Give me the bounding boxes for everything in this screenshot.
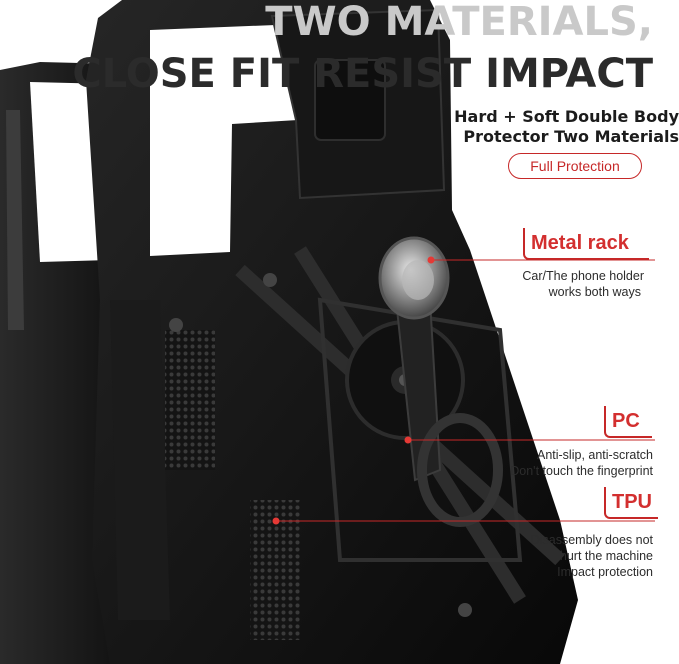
full-protection-badge: Full Protection [508, 153, 642, 179]
metal-rack-label: Metal rack [523, 228, 649, 260]
headline-line-2: CLOSE FIT RESIST IMPACT [72, 51, 653, 97]
subheadline-line-2: Protector Two Materials [463, 127, 679, 146]
main-case-shell [86, 0, 578, 664]
pc-description-2: Don't touch the fingerprint [510, 464, 653, 478]
tpu-description-3: Impact protection [557, 565, 653, 579]
pc-description-1: Anti-slip, anti-scratch [536, 448, 653, 462]
subheadline-line-1: Hard + Soft Double Body [454, 107, 679, 126]
pc-label: PC [604, 406, 652, 438]
tpu-label: TPU [604, 487, 658, 519]
callout-lines [272, 256, 655, 525]
headline-line-1: TWO MATERIALS, [265, 0, 653, 45]
tpu-description-2: hurt the machine [559, 549, 653, 563]
metal-rack-description-2: works both ways [548, 285, 641, 299]
metal-rack-description-1: Car/The phone holder [522, 269, 644, 283]
tpu-description-1: Disassembly does not [530, 533, 653, 547]
metal-ring-holder [378, 236, 450, 320]
